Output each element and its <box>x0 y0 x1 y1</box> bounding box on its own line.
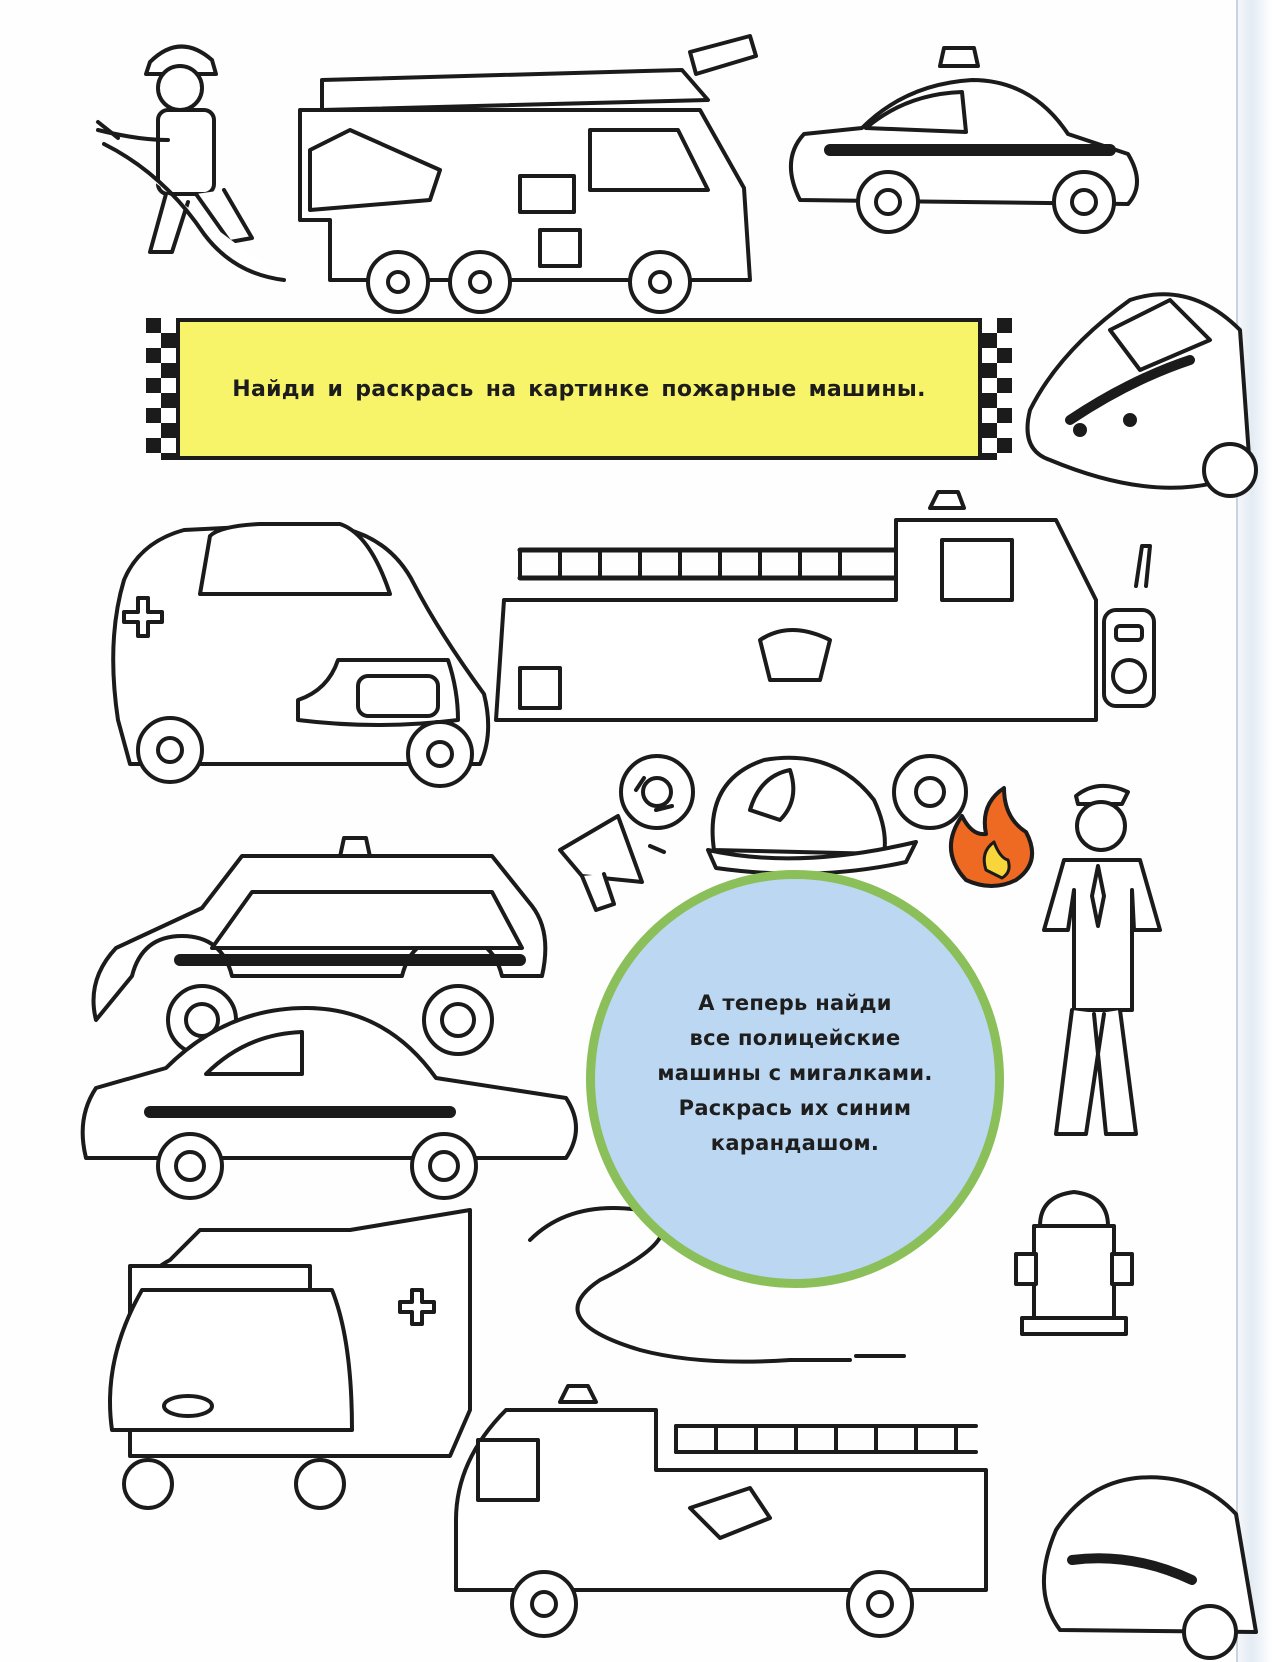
task-line: все полицейские <box>689 1025 901 1050</box>
fire-helmet-icon <box>708 758 916 874</box>
task-line: машины с мигалками. <box>657 1060 933 1085</box>
fire-engine-icon <box>496 492 1096 828</box>
task-line: карандашом. <box>710 1130 880 1155</box>
instruction-text: Найди и раскрась на картинке пожарные ма… <box>232 376 926 402</box>
instruction-banner: Найди и раскрась на картинке пожарные ма… <box>176 318 982 460</box>
police-car-icon <box>791 48 1137 232</box>
task-line: А теперь найди <box>698 990 892 1015</box>
checker-strip-right <box>982 318 1012 460</box>
next-page-edge <box>1236 0 1272 1662</box>
firefighter-icon <box>98 46 284 280</box>
fire-hydrant-icon <box>1016 1192 1132 1334</box>
police-car-bottom-icon <box>1044 1477 1256 1658</box>
checker-strip-left <box>146 318 176 460</box>
sedan-car-icon <box>83 1008 576 1198</box>
fire-engine-bottom-icon <box>456 1386 986 1636</box>
ladder-fire-truck-icon <box>300 36 756 312</box>
megaphone-icon <box>560 778 672 910</box>
task-circle: А теперь найди все полицейские машины с … <box>586 870 1004 1288</box>
flame-icon <box>951 788 1032 886</box>
ambulance-truck-icon <box>110 1210 470 1508</box>
police-officer-icon <box>1044 786 1160 1134</box>
ambulance-van-icon <box>113 524 488 786</box>
task-text: А теперь найди все полицейские машины с … <box>657 986 932 1161</box>
fire-hose-icon <box>530 1208 904 1362</box>
smiling-police-car-icon <box>1028 294 1257 496</box>
walkie-talkie-icon <box>1104 546 1154 706</box>
task-line: Раскрась их синим <box>678 1095 912 1120</box>
